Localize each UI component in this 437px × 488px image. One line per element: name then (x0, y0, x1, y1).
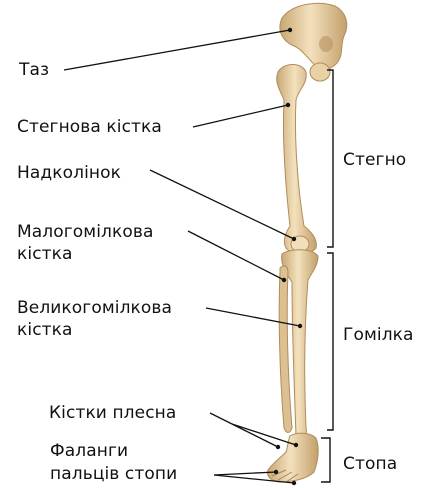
phalanges-leader-1 (214, 472, 276, 475)
femur-head (310, 63, 330, 81)
thigh-region-label: Стегно (343, 150, 406, 170)
fibula-bone (279, 266, 292, 433)
femur-label: Стегнова кістка (17, 117, 162, 137)
shin-bracket (327, 253, 333, 430)
tibia-label-line1: Великогомілкова (17, 298, 172, 318)
pelvis-label: Таз (19, 60, 49, 80)
patella-label: Надколінок (17, 163, 121, 183)
metatarsals-label: Кістки плесна (49, 403, 176, 423)
phalanges-label-line2: пальців стопи (50, 464, 177, 484)
fibula-leader (188, 231, 284, 280)
femur-leader (193, 105, 288, 127)
tibia-label-line2: кістка (17, 320, 73, 340)
femur-bone (277, 65, 317, 255)
pelvis-bone (280, 3, 347, 69)
fibula-label-line1: Малогомілкова (17, 222, 154, 242)
foot-bracket (321, 438, 330, 482)
patella-leader (150, 170, 294, 239)
shin-region-label: Гомілка (343, 325, 414, 345)
pelvis-leader (64, 30, 290, 70)
phalanges-label-line1: Фаланги (50, 441, 128, 461)
metatarsals-leader-1 (210, 413, 232, 424)
fibula-label-line2: кістка (17, 244, 73, 264)
thigh-bracket (327, 70, 333, 247)
metatarsals-leader-2 (232, 424, 278, 447)
foot-region-label: Стопа (343, 454, 397, 474)
